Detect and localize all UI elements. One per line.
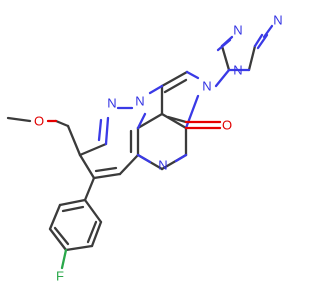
atom-o-carbonyl: O: [222, 118, 232, 133]
bond: [160, 112, 188, 130]
bond: [214, 68, 231, 88]
bond: [185, 70, 200, 80]
atom-n-triazole-4: N: [233, 63, 242, 78]
bond: [48, 227, 68, 252]
bond: [97, 118, 103, 142]
bond: [163, 78, 188, 94]
bond: [58, 198, 87, 207]
bond: [66, 124, 82, 157]
bond: [83, 176, 96, 202]
atom-n-pyridone: N: [202, 79, 211, 94]
bond: [148, 84, 164, 95]
bond: [86, 220, 98, 244]
bond: [61, 205, 85, 213]
bond: [184, 94, 200, 130]
atom-n-bridge: N: [135, 94, 144, 109]
bond: [92, 172, 122, 180]
bond: [166, 115, 188, 124]
bond: [64, 244, 94, 252]
bond-group-nitrogen: [97, 24, 274, 164]
bond: [53, 226, 70, 246]
bond: [174, 153, 188, 163]
bond: [220, 44, 231, 72]
bond: [118, 153, 140, 176]
bond: [78, 153, 96, 180]
bond: [136, 112, 147, 130]
bond: [48, 203, 62, 231]
bond: [247, 44, 257, 72]
atom-n-triazole-2: N: [273, 13, 282, 28]
bond-group-oxygen: [46, 119, 222, 130]
bond: [216, 38, 232, 52]
molecule-structure: N N N N N N N O O F: [6, 13, 283, 284]
bond: [160, 70, 189, 88]
bond: [94, 166, 118, 173]
bond: [60, 248, 68, 270]
bond: [78, 142, 108, 157]
bond: [54, 119, 70, 128]
bond: [6, 116, 32, 123]
atom-n-pyrimidine: N: [158, 158, 167, 173]
atom-o-methoxy: O: [34, 114, 44, 129]
atom-f-fluoro: F: [56, 269, 64, 284]
atom-n-pyrazole: N: [107, 96, 116, 111]
bond: [262, 24, 274, 39]
bond: [256, 33, 269, 50]
bond: [136, 112, 164, 130]
bond-group: [6, 44, 257, 252]
atom-n-triazole-1: N: [233, 23, 242, 38]
bond: [90, 220, 103, 248]
bond: [83, 198, 103, 224]
bond: [253, 33, 264, 48]
bond: [136, 153, 152, 164]
bond: [104, 116, 110, 146]
